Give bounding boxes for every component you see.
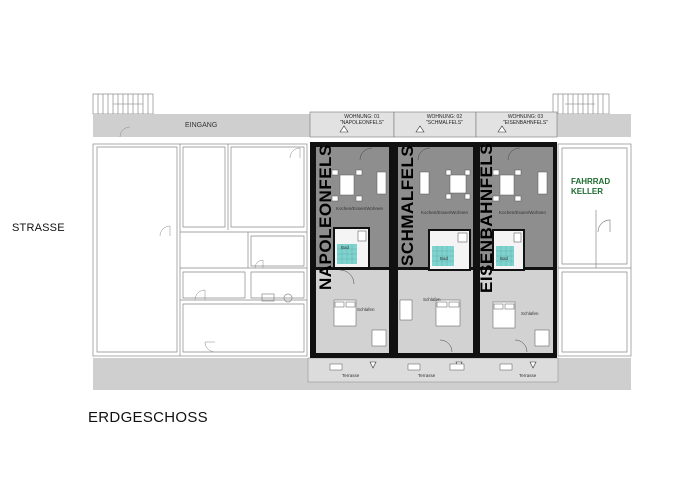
apt1-bath-label: Bad	[341, 245, 350, 250]
apt3-header: WOHNUNG: 03 "EISENBAHNFELS"	[503, 114, 548, 126]
apt2-terrace-label: Terrasse	[418, 373, 436, 378]
apt3-unit: WOHNUNG: 03	[507, 114, 544, 120]
left-doors	[159, 147, 301, 353]
apt3-living-label: Kochen/Essen/Wohnen	[499, 210, 546, 215]
apt1-header: WOHNUNG: 01 "NAPOLEONFELS"	[340, 114, 384, 126]
apt1-name-quoted: "NAPOLEONFELS"	[340, 120, 384, 126]
terrace-furniture	[329, 363, 513, 371]
apartment-1	[310, 142, 394, 358]
apt1-bedroom-label: Schlafen	[357, 307, 375, 312]
apt2-living-label: Kochen/Essen/Wohnen	[421, 210, 468, 215]
entry-markers	[339, 125, 537, 369]
apt3-name: EISENBAHNFELS	[477, 142, 496, 293]
bike-cellar-label: FAHRRAD KELLER	[571, 177, 610, 197]
apartment-2	[394, 142, 476, 358]
entrance-label: EINGANG	[185, 122, 218, 129]
apt3-bath-label: Bad	[500, 256, 509, 261]
terrace-strip	[307, 357, 559, 383]
street-label: STRASSE	[12, 222, 65, 234]
apt3-terrace-label: Terrasse	[519, 373, 537, 378]
apt1-terrace-label: Terrasse	[342, 373, 360, 378]
bike-cellar-line1: FAHRRAD	[571, 177, 611, 186]
right-building	[557, 143, 632, 357]
stair-left	[92, 93, 154, 115]
apt1-unit: WOHNUNG: 01	[344, 114, 380, 120]
apt2-bath-label: Bad	[440, 256, 449, 261]
apt1-living-label: Kochen/Essen/Wohnen	[336, 206, 383, 211]
apt3-bedroom-label: Schlafen	[521, 311, 539, 316]
apt2-header: WOHNUNG: 02 "SCHMALFELS"	[426, 114, 463, 126]
apartment-3	[476, 142, 557, 358]
apt3-name-quoted: "EISENBAHNFELS"	[503, 120, 548, 126]
left-building	[92, 126, 308, 357]
stair-right	[552, 93, 610, 115]
apartment-headers	[309, 111, 558, 138]
apt2-bedroom-label: Schlafen	[423, 297, 441, 302]
apt1-name: NAPOLEONFELS	[316, 144, 335, 290]
bike-cellar-line2: KELLER	[571, 187, 603, 196]
apt2-unit: WOHNUNG: 02	[426, 114, 463, 120]
floor-title: ERDGESCHOSS	[88, 409, 208, 426]
apt2-name: SCHMALFELS	[398, 144, 417, 266]
apt2-name-quoted: "SCHMALFELS"	[426, 120, 463, 126]
